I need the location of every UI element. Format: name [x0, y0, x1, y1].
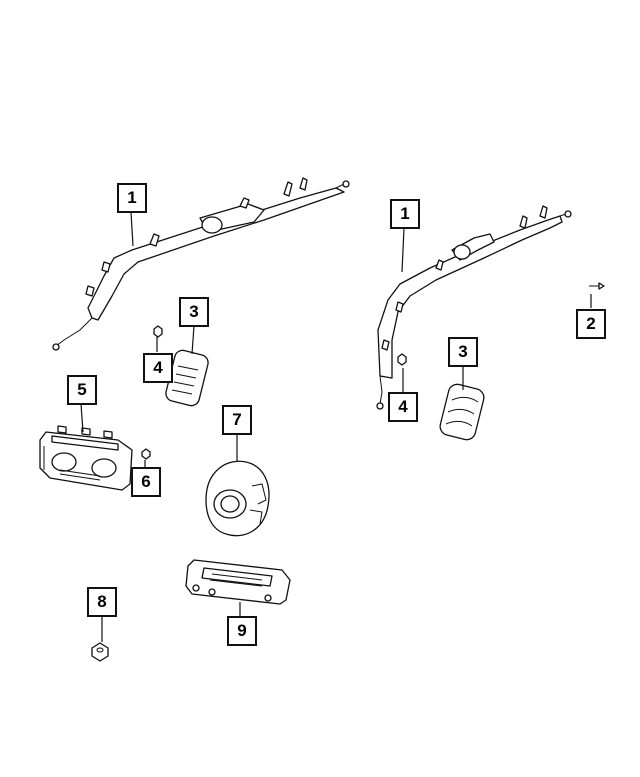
callout-1-left: 1 — [117, 183, 147, 213]
callout-4-left: 4 — [143, 353, 173, 383]
curtain-airbag-right — [376, 205, 572, 410]
nut-right — [397, 353, 407, 366]
callout-5: 5 — [67, 375, 97, 405]
seat-airbag-right — [439, 383, 485, 441]
callout-4-right: 4 — [388, 392, 418, 422]
nut-8 — [91, 642, 109, 662]
driver-airbag — [205, 460, 270, 537]
callout-7: 7 — [222, 405, 252, 435]
callout-8: 8 — [87, 587, 117, 617]
callout-1-right: 1 — [390, 199, 420, 229]
fastener-pin — [589, 282, 605, 290]
callout-3-right: 3 — [448, 337, 478, 367]
leader-lines — [80, 211, 592, 642]
callout-3-left: 3 — [179, 297, 209, 327]
curtain-airbag-left — [52, 177, 350, 351]
callout-9: 9 — [227, 616, 257, 646]
callout-2: 2 — [576, 309, 606, 339]
knee-airbag-module — [185, 559, 291, 605]
nut-left — [153, 325, 163, 338]
passenger-airbag-module — [39, 425, 133, 491]
nut-small — [141, 448, 151, 460]
callout-6: 6 — [131, 467, 161, 497]
